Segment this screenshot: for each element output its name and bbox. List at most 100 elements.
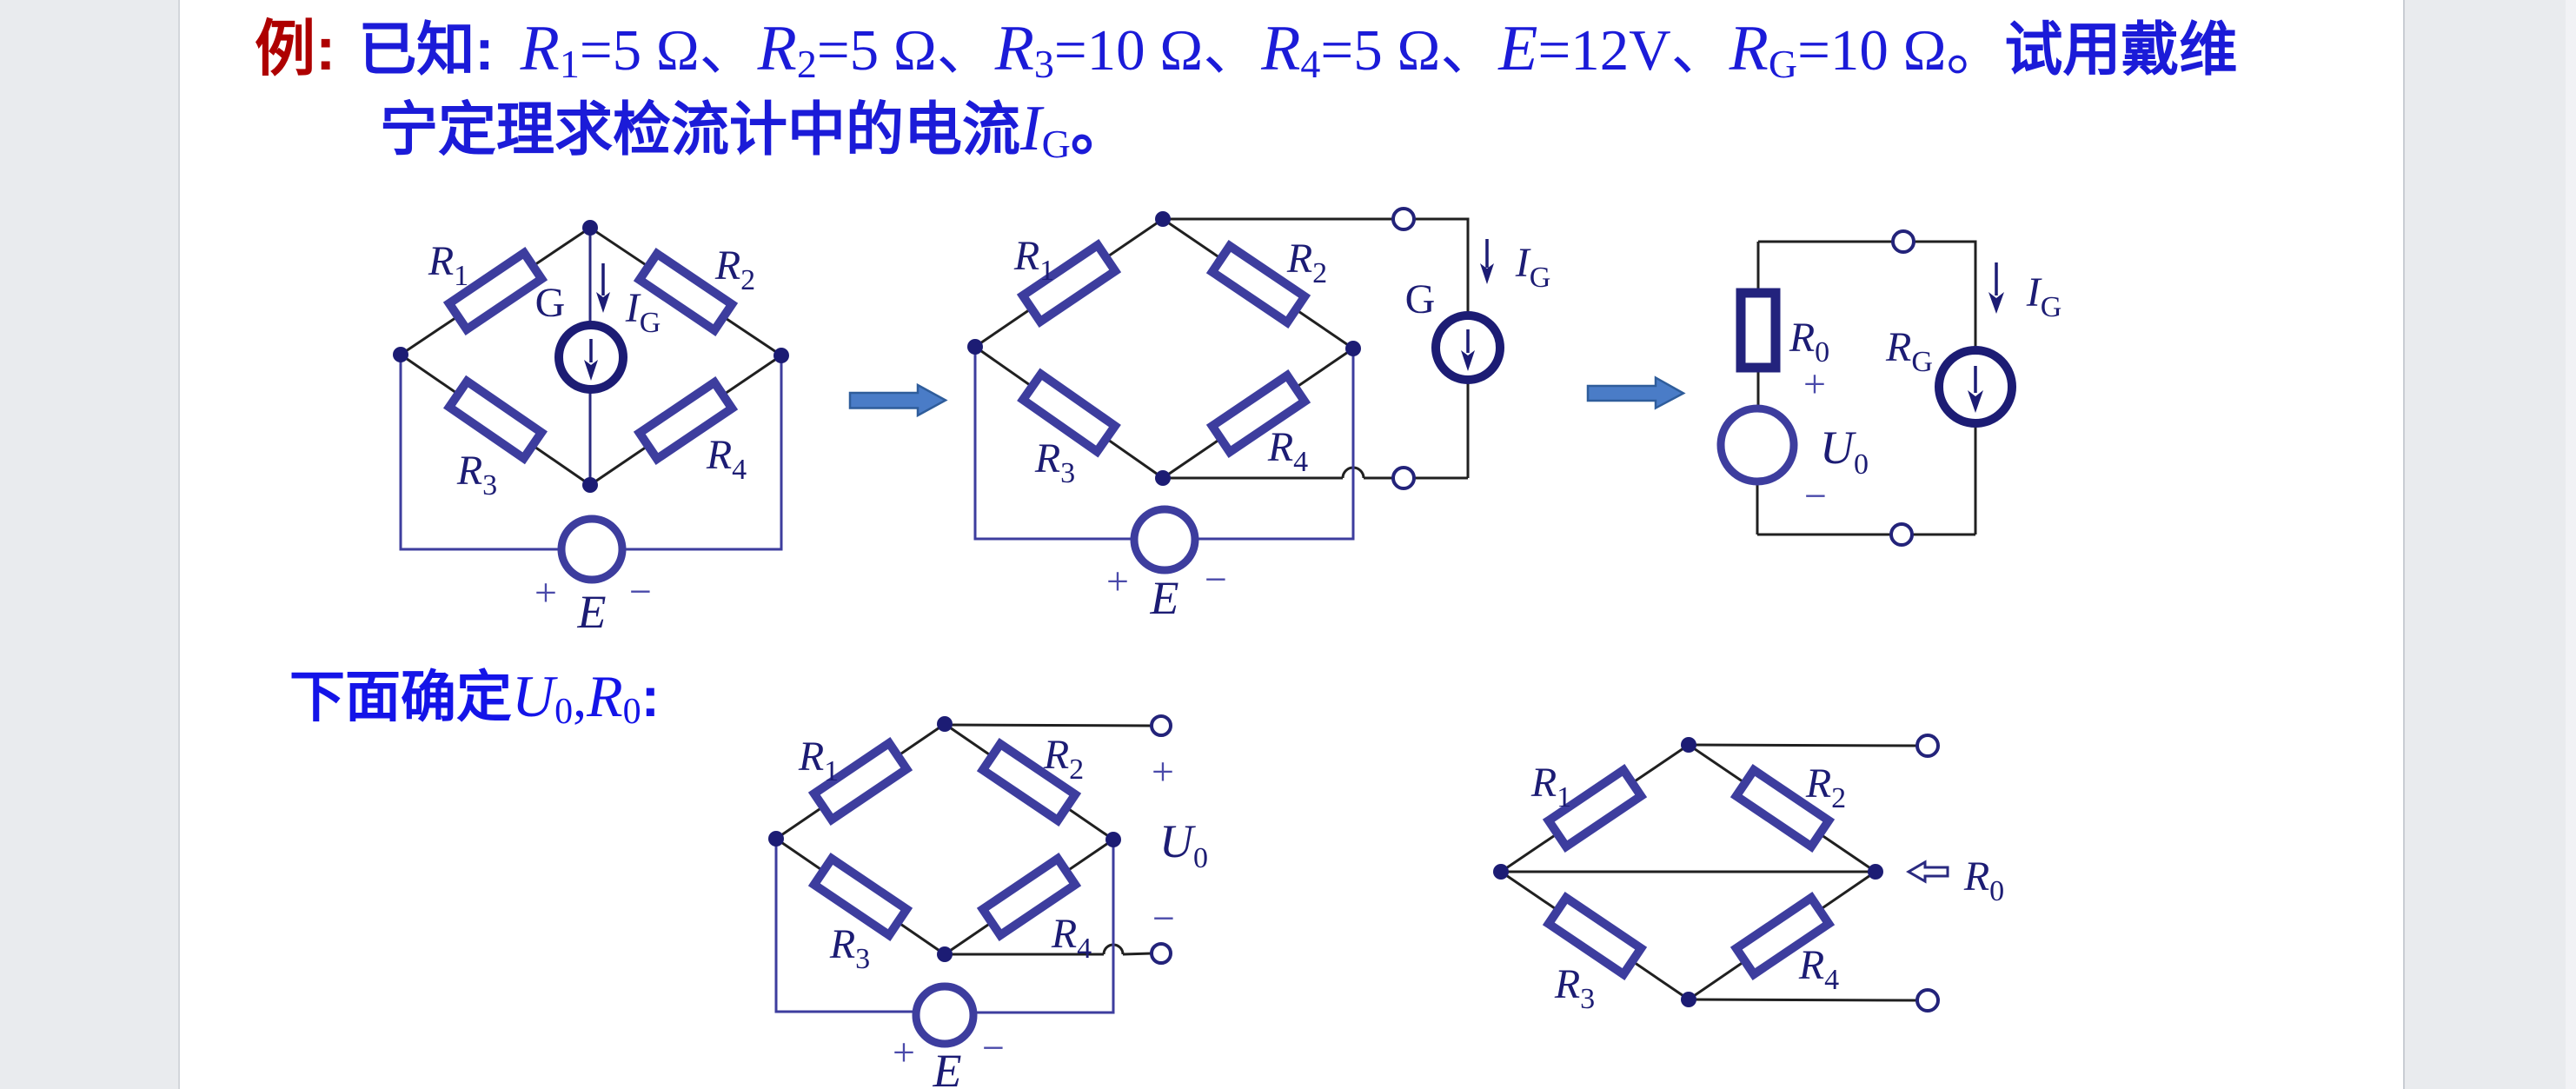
- node-dot: [937, 946, 953, 962]
- voltage-source-icon: [1130, 505, 1199, 574]
- resistor-r4: [976, 853, 1082, 941]
- label-r0: R0: [1789, 315, 1829, 369]
- section-u: U: [512, 663, 555, 729]
- node-dot: [1105, 832, 1121, 847]
- top-terminal-wire: [1688, 743, 1918, 747]
- label-r0: R0: [1963, 853, 2004, 907]
- math-r3-sub: 3: [1033, 42, 1054, 87]
- label-r4: R4: [1798, 942, 1839, 996]
- label-r4: R4: [706, 432, 747, 486]
- math-r1-value: =5 Ω、: [579, 18, 758, 83]
- section-r: R: [587, 663, 623, 729]
- section-heading: 下面确定U0,R0:: [289, 657, 660, 752]
- right-gutter: [2403, 0, 2576, 1089]
- circuit-bridge-galvanometer-external: R1 R2 R3 R4 G IG + E −: [967, 207, 1551, 624]
- label-e-minus: −: [982, 1026, 1005, 1070]
- resistor-r2: [976, 738, 1082, 827]
- open-terminal: [1150, 714, 1172, 737]
- resistor-r3: [442, 375, 548, 465]
- math-r1-sub: 1: [559, 42, 580, 87]
- resistor-r2: [633, 248, 739, 336]
- section-u-sub: 0: [554, 691, 574, 732]
- label-rg: RG: [1885, 324, 1933, 378]
- label-r2: R2: [714, 242, 755, 296]
- label-e-plus: +: [893, 1030, 915, 1074]
- label-g: G: [535, 280, 566, 326]
- line2-end: 。: [1070, 97, 1129, 163]
- source-loop-wire: [973, 840, 1115, 1014]
- left-gutter: [0, 0, 180, 1089]
- label-g: G: [1405, 276, 1436, 322]
- label-r3: R3: [1034, 435, 1075, 489]
- open-terminal: [1391, 466, 1416, 490]
- open-terminal: [1150, 942, 1172, 965]
- label-r1: R1: [428, 238, 468, 292]
- math-r3-value: =10 Ω、: [1053, 18, 1262, 83]
- label-r4: R4: [1051, 911, 1092, 965]
- math-ig-sub: G: [1041, 122, 1071, 167]
- label-u0: U0: [1159, 815, 1208, 874]
- node-dot: [768, 831, 784, 847]
- math-e-value: =12V、: [1537, 18, 1730, 83]
- resistor-r2: [1205, 240, 1311, 329]
- ig-current-arrow-icon: [1480, 263, 1494, 284]
- math-rg-value: =10 Ω。: [1797, 18, 2005, 83]
- label-r1: R1: [1013, 233, 1054, 287]
- source-loop-wire: [774, 839, 916, 1013]
- open-terminal: [1391, 207, 1416, 231]
- label-plus: +: [1803, 362, 1826, 406]
- r0-pointer-arrow-icon: [1906, 860, 1949, 884]
- resistor-r4: [633, 376, 739, 465]
- resistor-r1: [1542, 764, 1648, 853]
- source-loop-wire: [1195, 349, 1355, 541]
- math-r4-value: =5 Ω、: [1320, 18, 1499, 83]
- math-rg: R: [1729, 13, 1769, 84]
- label-r2: R2: [1805, 760, 1846, 814]
- label-plus: +: [534, 570, 557, 614]
- open-terminal: [1889, 522, 1914, 547]
- transform-arrow-icon: [1586, 375, 1686, 410]
- math-r1: R: [520, 13, 560, 84]
- node-dot: [1493, 864, 1509, 880]
- label-minus: −: [1152, 896, 1175, 940]
- section-cn: 下面确定: [289, 666, 512, 728]
- resistor-r3: [1542, 892, 1648, 980]
- label-ig: IG: [2026, 269, 2062, 323]
- label-r4: R4: [1267, 424, 1308, 478]
- galvanometer-arrow-icon: [1461, 350, 1475, 371]
- problem-statement-line1: 例:已知:R1=5 Ω、R2=5 Ω、R3=10 Ω、R4=5 Ω、E=12V、…: [255, 5, 2237, 110]
- circuit-thevenin-equivalent: R0 + U0 − RG IG: [1716, 229, 2062, 547]
- section-comma: ,: [573, 667, 588, 728]
- node-dot: [937, 716, 953, 732]
- resistor-r3: [1017, 368, 1121, 458]
- resistor-r4: [1730, 892, 1836, 980]
- label-u0: U0: [1820, 422, 1869, 481]
- transform-arrow-icon: [848, 382, 948, 418]
- math-ig: I: [1020, 93, 1042, 164]
- resistor-r4: [1205, 369, 1311, 458]
- circuit-bridge-original: R1 R2 R3 R4 G IG + E −: [393, 220, 789, 638]
- label-r2: R2: [1043, 732, 1084, 786]
- u0-source-icon: [1716, 404, 1798, 486]
- math-r2-value: =5 Ω、: [816, 18, 995, 83]
- label-e: E: [577, 586, 607, 638]
- resistor-r0: [1736, 288, 1781, 373]
- ig-current-arrow-icon: [1988, 292, 2004, 314]
- math-r2: R: [757, 13, 797, 84]
- section-colon: :: [641, 666, 660, 728]
- open-terminal: [1915, 988, 1940, 1013]
- math-r2-sub: 2: [796, 42, 817, 87]
- galvanometer-arrow-icon: [1968, 390, 1983, 413]
- node-dot: [1681, 992, 1696, 1007]
- label-r3: R3: [829, 921, 870, 975]
- resistor-r2: [1730, 764, 1836, 853]
- galvanometer-arrow-icon: [584, 360, 598, 381]
- label-ig: IG: [625, 285, 661, 339]
- label-e: E: [933, 1045, 962, 1089]
- math-e: E: [1498, 13, 1538, 84]
- ig-current-arrow-icon: [596, 292, 610, 313]
- resistor-r1: [807, 737, 913, 826]
- node-dot: [582, 220, 598, 236]
- open-terminal: [1915, 734, 1940, 758]
- label-ig: IG: [1515, 240, 1551, 294]
